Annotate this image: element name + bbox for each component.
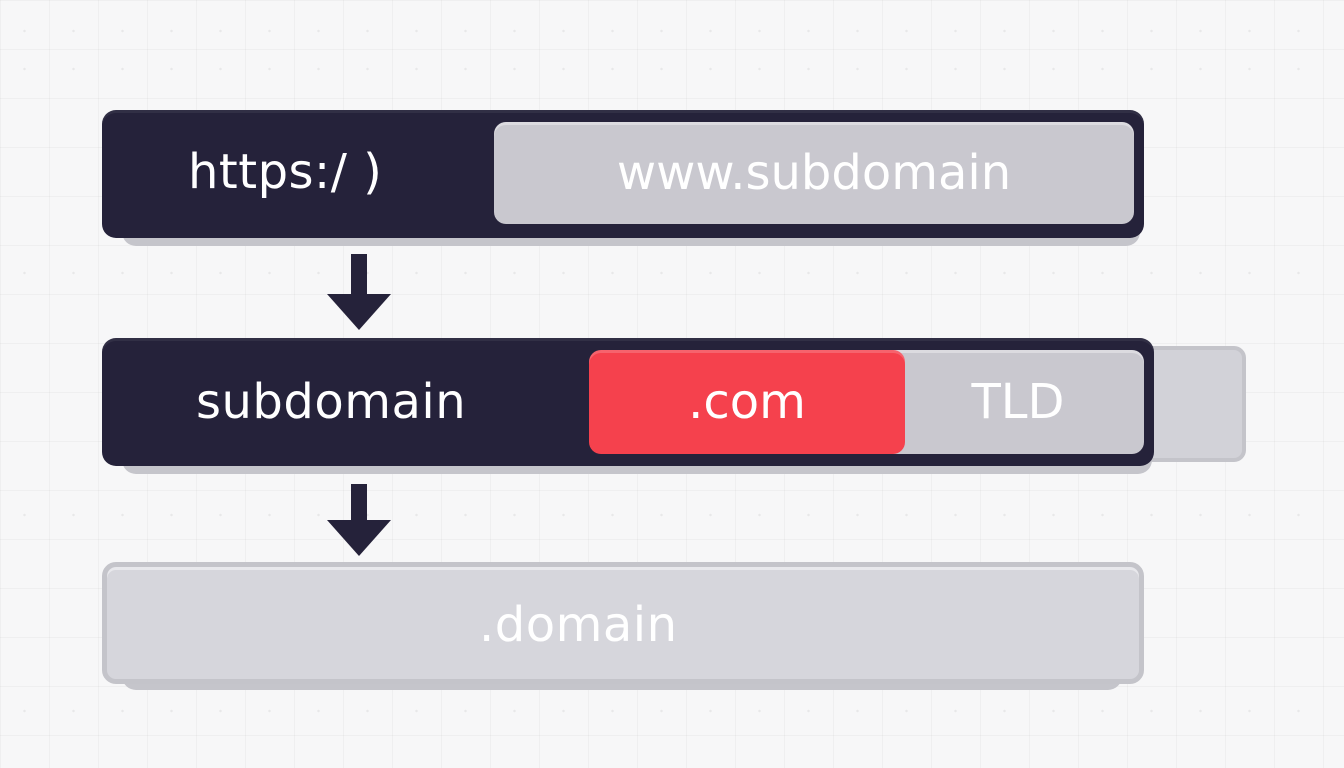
- overflow-tab: [1140, 346, 1246, 462]
- domain-label: .domain: [479, 597, 678, 653]
- protocol-label: https:/ ): [188, 144, 383, 200]
- tld-extension-label: .com: [688, 374, 806, 430]
- background-dots: [0, 64, 1344, 74]
- domain-bar: .domain: [102, 562, 1144, 684]
- background-dots: [0, 26, 1344, 36]
- host-label: www.subdomain: [616, 145, 1012, 201]
- background-dots: [0, 706, 1344, 716]
- background-dots: [0, 510, 1344, 520]
- arrow-down-icon: [327, 484, 391, 556]
- tld-segment: TLD: [892, 350, 1144, 454]
- host-segment: www.subdomain: [494, 122, 1134, 224]
- tld-extension-segment: .com: [589, 350, 905, 454]
- domain-parts-bar: subdomain TLD .com: [102, 338, 1154, 466]
- tld-label: TLD: [971, 374, 1065, 430]
- arrow-down-icon: [327, 254, 391, 330]
- url-bar: https:/ ) www.subdomain: [102, 110, 1144, 238]
- background-dots: [0, 268, 1344, 278]
- subdomain-label: subdomain: [196, 374, 467, 430]
